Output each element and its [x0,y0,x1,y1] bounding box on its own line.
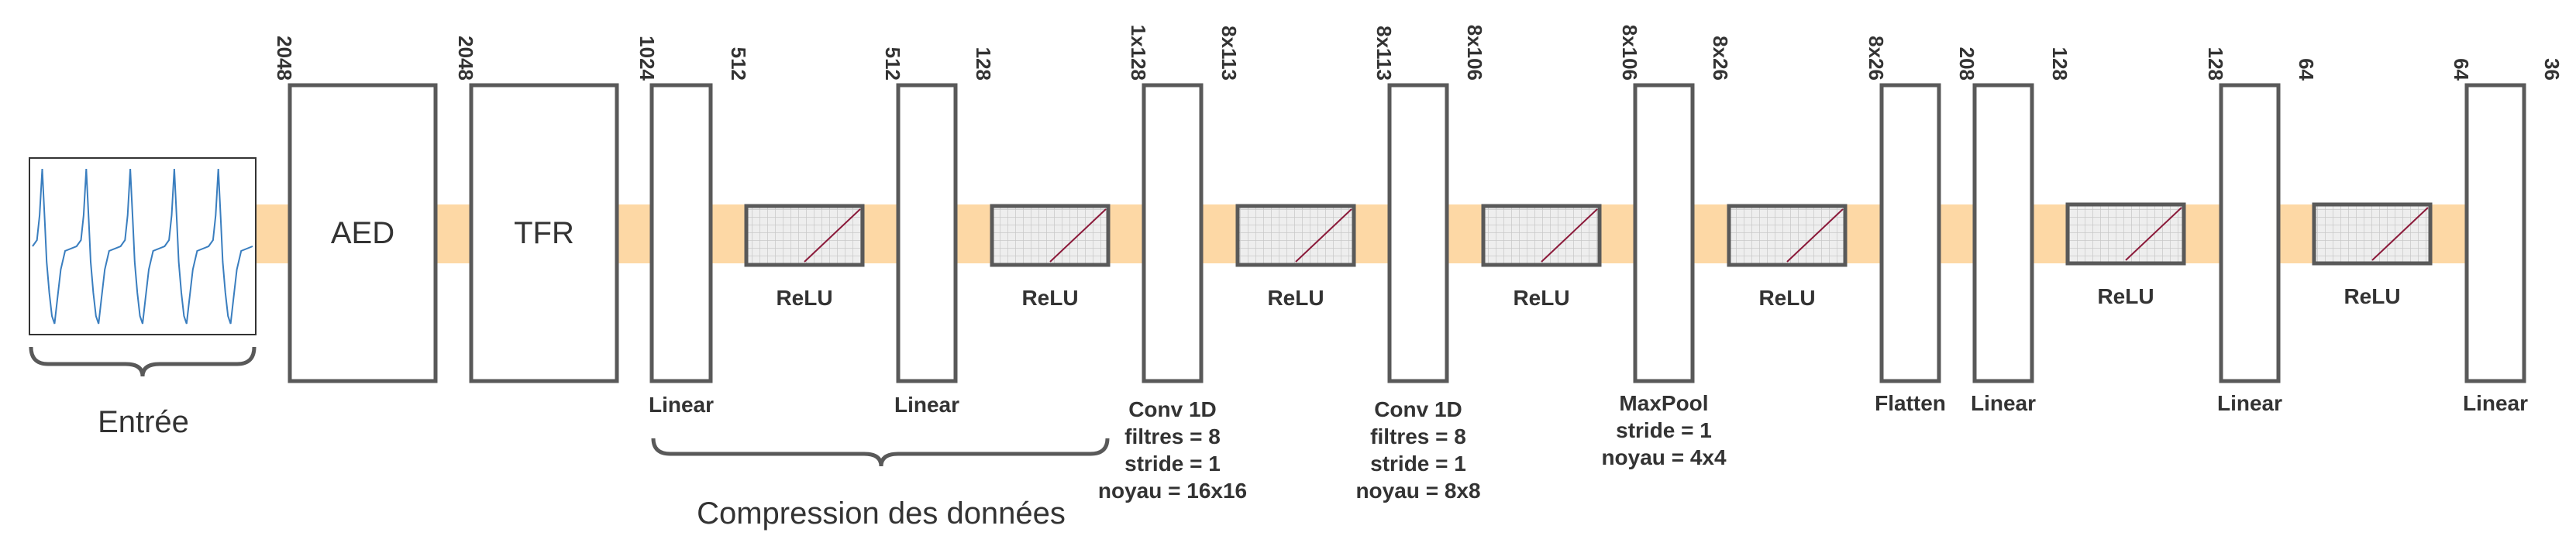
input-brace [29,346,257,377]
dim-label: 36 [2540,58,2564,81]
dim-label: 128 [2048,47,2071,81]
linear-4-block [2219,83,2281,383]
dim-label: 208 [1955,47,1978,81]
conv-1-block [1142,83,1204,383]
tfr-block [469,83,619,383]
maxpool-block [1633,83,1695,383]
dim-label: 128 [2204,47,2227,81]
relu-label: ReLU [2097,284,2154,308]
linear-2-label: Linear [894,393,959,417]
linear-3-block [1972,83,2034,383]
dim-label: 1x128 [1127,25,1150,81]
linear-3-label: Linear [1971,391,2036,415]
dim-label: 2048 [454,36,477,81]
dim-label: 2048 [273,36,296,81]
conv-2-filters: filtres = 8 [1370,424,1466,448]
dim-label: 512 [881,47,904,81]
conv-1-kernel: noyau = 16x16 [1098,479,1247,503]
conv-1-filters: filtres = 8 [1124,424,1221,448]
relu-3: ReLU [1235,204,1356,310]
conv-1-title: Conv 1D [1128,397,1217,421]
linear-2-block [896,83,958,383]
compression-label: Compression des données [697,496,1066,531]
relu-label: ReLU [1021,286,1078,310]
dim-label: 8x113 [1372,26,1396,81]
linear-4-label: Linear [2217,391,2282,415]
relu-label: ReLU [1758,286,1815,310]
dim-label: 8x26 [1865,36,1888,81]
dim-label: 1024 [635,36,659,81]
dim-label: 64 [2450,58,2473,81]
relu-4: ReLU [1481,204,1602,310]
conv-2-block [1387,83,1449,383]
dim-label: 8x106 [1463,25,1486,81]
tfr-label: TFR [514,216,574,250]
dim-label: 8x106 [1618,25,1641,81]
aed-block [288,83,438,383]
relu-5: ReLU [1727,204,1848,310]
maxpool-kernel: noyau = 4x4 [1601,445,1727,469]
relu-7: ReLU [2312,202,2433,308]
dim-label: 512 [727,47,750,81]
linear-1-label: Linear [649,393,714,417]
linear-5-label: Linear [2463,391,2528,415]
dim-label: 128 [972,47,995,81]
linear-5-block [2464,83,2526,383]
conv-1-stride: stride = 1 [1124,452,1221,476]
relu-6: ReLU [2065,202,2186,308]
input-label: Entrée [98,405,189,439]
dim-label: 8x113 [1217,26,1241,81]
linear-1-block [649,83,713,383]
relu-1: ReLU [744,204,865,310]
input-signal-plot [29,157,257,335]
relu-label: ReLU [1267,286,1324,310]
maxpool-title: MaxPool [1619,391,1708,415]
dim-label: 8x26 [1709,36,1732,81]
conv-2-stride: stride = 1 [1370,452,1466,476]
conv-2-title: Conv 1D [1374,397,1462,421]
aed-label: AED [331,216,394,250]
relu-label: ReLU [776,286,832,310]
relu-2: ReLU [990,204,1111,310]
flatten-label: Flatten [1875,391,1946,415]
compression-brace [651,438,1110,467]
conv-2-kernel: noyau = 8x8 [1355,479,1480,503]
flatten-block [1879,83,1941,383]
maxpool-stride: stride = 1 [1616,418,1712,442]
dim-label: 64 [2295,58,2318,81]
relu-label: ReLU [1513,286,1569,310]
relu-label: ReLU [2344,284,2400,308]
